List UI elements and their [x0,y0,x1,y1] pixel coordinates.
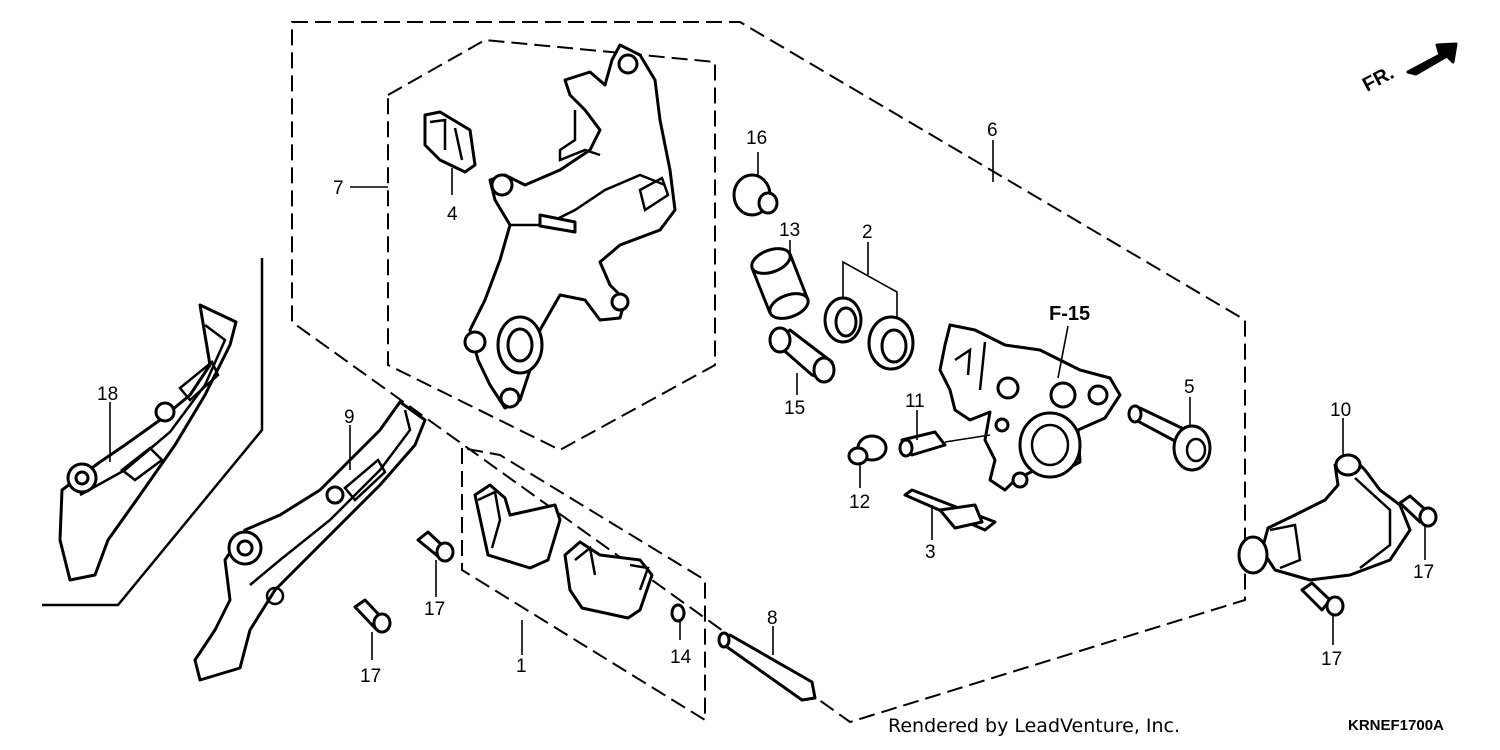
flange-bolt-17-a [416,530,455,563]
caliper-guard [1237,453,1412,582]
bleeder-cap [847,434,888,466]
washer [670,603,686,623]
bracket-assembly-frame [387,38,716,452]
render-credit: Rendered by LeadVenture, Inc. [888,715,1180,737]
callout-14: 14 [670,647,692,668]
bleeder-valve [898,430,947,458]
callout-5: 5 [1184,377,1195,398]
callout-17-b: 17 [360,666,381,687]
callout-12: 12 [849,492,870,513]
callout-6: 6 [987,120,998,141]
callout-10: 10 [1330,400,1351,421]
pad-set-frame [461,446,706,722]
callout-3: 3 [925,542,936,563]
callout-1: 1 [516,656,527,677]
pad-spring [423,110,477,174]
callout-numbers: 1 2 3 4 5 6 7 8 9 10 11 12 13 14 15 16 1… [97,120,1434,687]
front-direction-label: FR. [1359,62,1398,97]
caliper-bracket [463,43,677,410]
flange-bolt-17-d [1300,581,1345,617]
callout-13: 13 [779,220,800,241]
flange-bolt-17-c [1398,494,1438,528]
pin-bolt-15 [768,326,836,384]
flange-bolt-17-b [353,598,392,634]
callout-8: 8 [767,608,778,629]
piston-seal-set [823,296,915,371]
callout-16: 16 [746,128,767,149]
pad-pin [717,631,817,702]
front-direction-marker: FR. [1359,42,1458,97]
pad-retainer [903,488,997,532]
guard-outline-line [42,258,264,607]
caliper-assembly-frame [291,21,1246,724]
rear-disc-guard-inner [193,400,427,682]
callout-7: 7 [333,178,344,199]
callout-9: 9 [344,407,355,428]
caliper-piston [750,247,810,320]
diagram-code: KRNEF1700A [1348,717,1444,734]
pin-boot [732,173,779,217]
callout-17-a: 17 [424,599,445,620]
leader-lines [109,140,1426,660]
pin-bolt-5 [1127,404,1212,472]
callout-15: 15 [784,398,805,419]
callout-4: 4 [447,204,458,225]
brake-pad-set [473,483,654,620]
callout-17-d: 17 [1321,649,1342,670]
callout-18: 18 [97,384,118,405]
callout-11: 11 [905,391,925,412]
rear-disc-guard-outer [58,303,238,582]
caliper-body [938,323,1122,492]
callout-17-c: 17 [1413,562,1434,583]
callout-2: 2 [862,222,873,243]
reference-label: F-15 [1049,303,1090,325]
